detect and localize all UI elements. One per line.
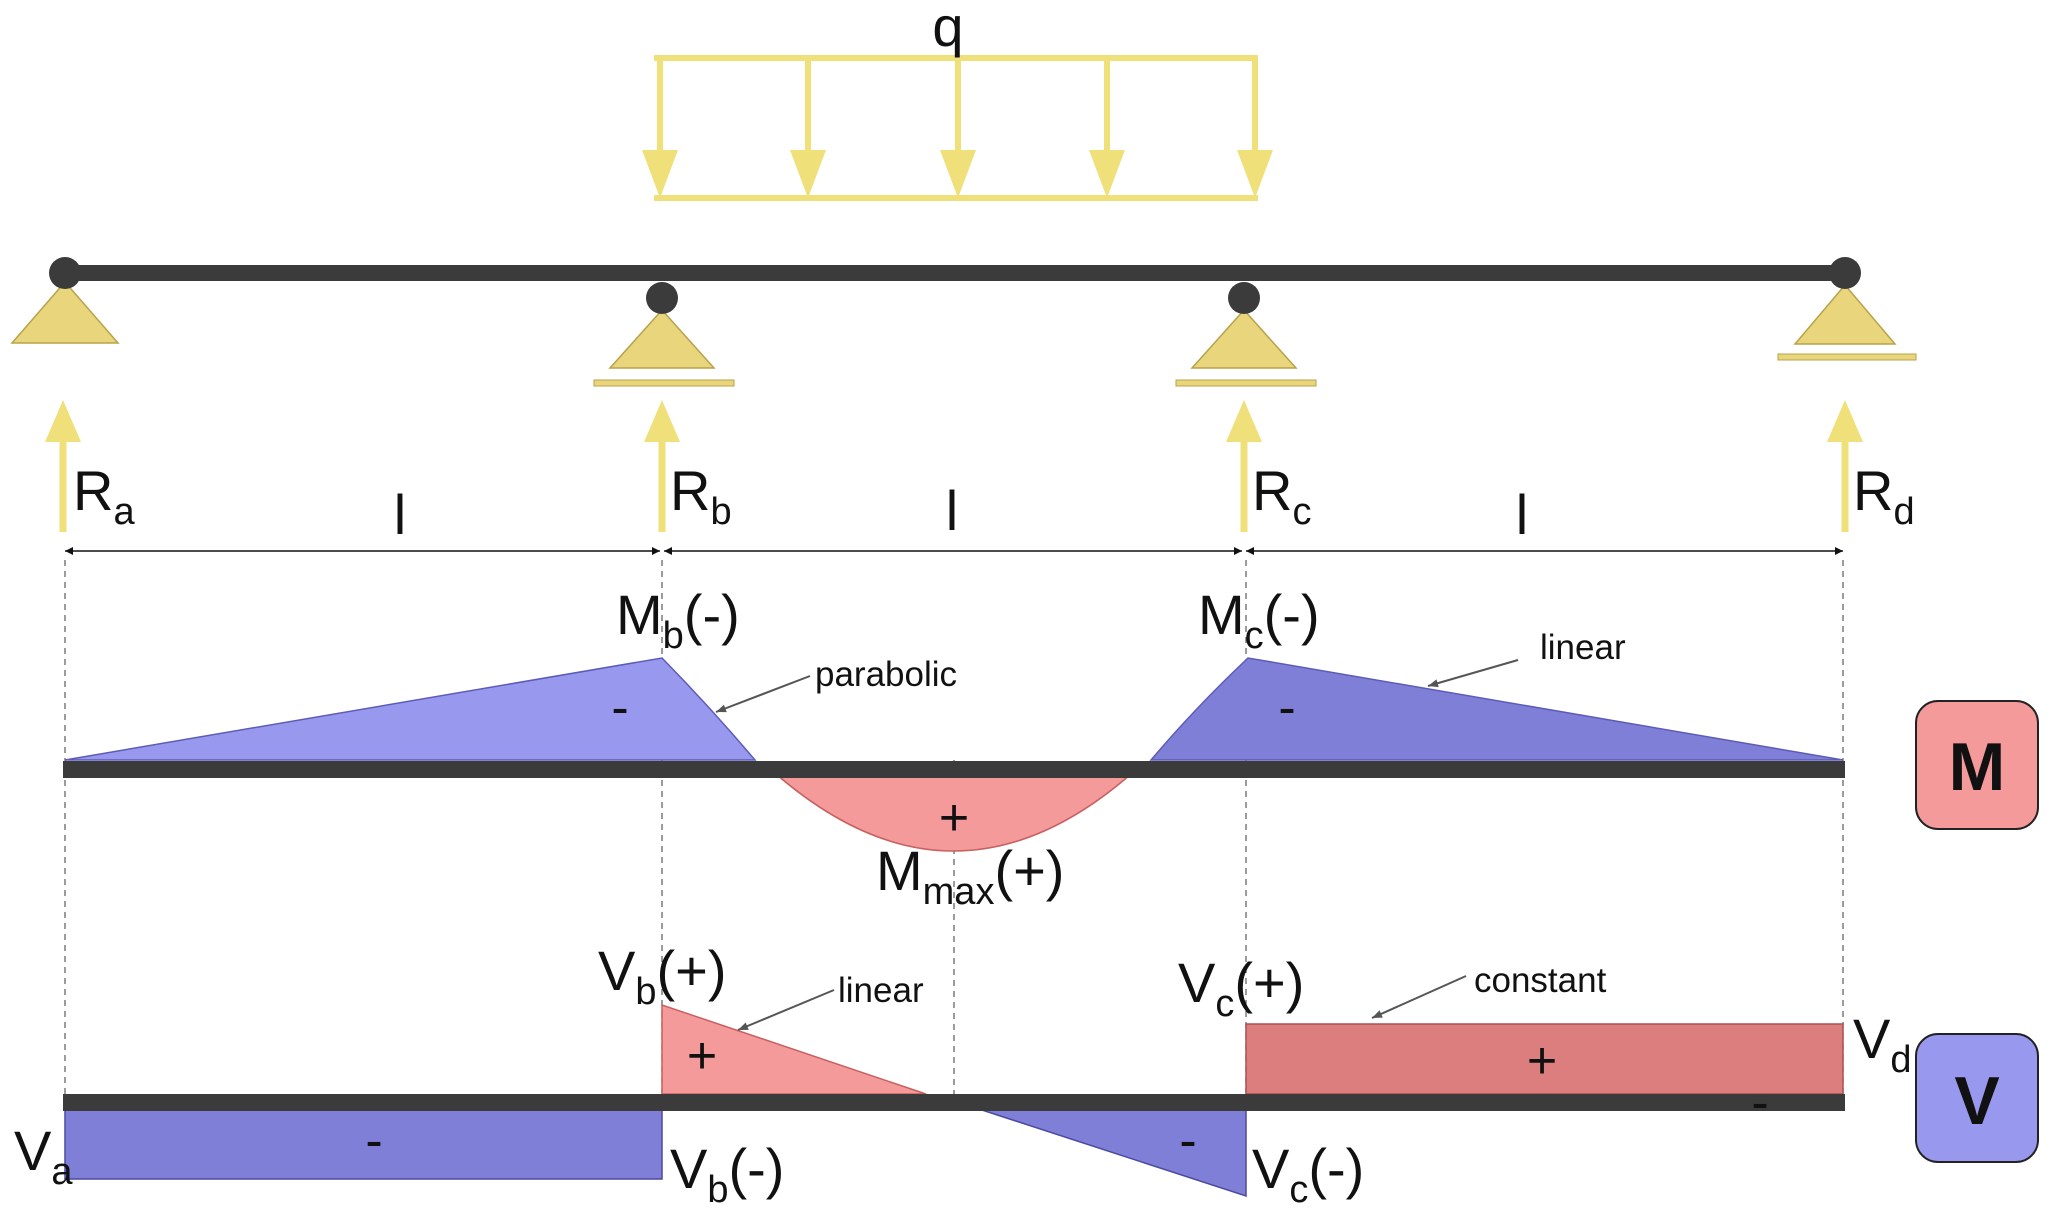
moment-note-parabolic: parabolic [815,655,957,694]
distributed-load: q [642,0,1273,201]
moment-badge [1915,700,2039,830]
span-label-cd: l [1516,483,1528,546]
load-arrow [1089,150,1125,198]
shear-label-vb-positive: Vb(+) [598,939,727,1013]
reaction-label-b: Rb [670,459,732,533]
moment-badge-label: M [1949,729,2006,805]
shear-label-vc-positive: Vc(+) [1178,951,1304,1025]
load-arrow [1237,150,1273,198]
shear-note-linear: linear [838,971,924,1010]
support-a [10,257,120,344]
reactions: Ra Rb Rc Rd [45,400,1915,533]
span-label-bc: l [946,479,958,542]
beam [63,265,1843,281]
moment-label-mb: Mb(-) [616,583,740,657]
note-arrow-linear-moment [1427,659,1519,688]
span-dimensions: l l l [65,479,1843,555]
shear-label-vb-negative: Vb(-) [670,1137,784,1211]
load-arrow [940,150,976,198]
shear-sign-right-positive: + [1527,1032,1557,1090]
shear-negative-area-left [64,1109,663,1180]
guide-lines [64,560,1844,1100]
shear-negative-triangle [981,1109,1247,1198]
reaction-label-d: Rd [1853,459,1915,533]
reaction-arrow-c [1226,400,1262,532]
load-arrow [790,150,826,198]
support-c [1175,282,1317,387]
moment-positive-area [773,773,1134,852]
moment-negative-area-left [64,657,757,761]
note-arrow-linear-shear [737,989,835,1031]
support-b [593,282,735,387]
reaction-label-a: Ra [73,459,135,533]
note-arrow-parabolic [715,675,811,713]
shear-sign-mid-positive: + [687,1027,717,1085]
support-d [1777,257,1917,361]
moment-sign-right: - [1278,679,1295,737]
shear-note-constant: constant [1474,961,1607,1000]
span-label-ab: l [394,483,406,546]
moment-negative-area-right [1149,657,1844,761]
load-arrow [642,150,678,198]
moment-axis [63,761,1845,778]
shear-badge-label: V [1954,1063,1999,1139]
moment-label-mc: Mc(-) [1198,583,1320,657]
reaction-label-c: Rc [1252,459,1311,533]
shear-positive-area-right [1245,1023,1844,1095]
note-arrow-constant [1371,975,1467,1019]
moment-sign-left: - [611,679,628,737]
beam-and-supports [10,257,1917,387]
shear-label-va: Va [14,1119,73,1193]
shear-badge [1915,1033,2039,1163]
load-label: q [932,0,963,58]
shear-diagram: - + - + - Va Vb(+) Vb(-) Vc(+) Vc(-) Vd … [14,939,2039,1211]
shear-label-vc-negative: Vc(-) [1252,1137,1364,1211]
reaction-arrow-b [644,400,680,532]
shear-sign-left: - [365,1112,382,1170]
shear-label-vd: Vd [1853,1007,1912,1081]
reaction-arrow-d [1827,400,1863,532]
shear-sign-mid-negative: - [1179,1112,1196,1170]
moment-note-linear: linear [1540,628,1626,667]
moment-sign-middle: + [939,789,969,847]
reaction-arrow-a [45,400,81,532]
moment-diagram: - + - Mb(-) Mc(-) Mmax(+) parabolic line… [63,583,2039,913]
shear-sign-right-negative: - [1751,1074,1768,1132]
shear-axis [63,1094,1845,1111]
moment-label-mmax: Mmax(+) [876,839,1064,913]
